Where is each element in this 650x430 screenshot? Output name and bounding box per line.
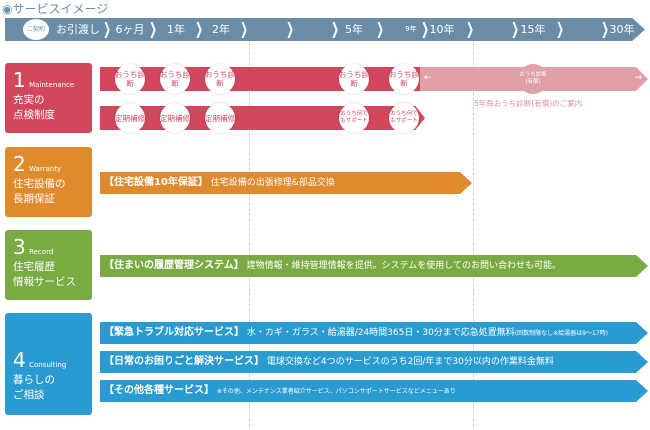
chevron-right-icon: ❯ — [330, 19, 340, 38]
bar-note: ※その他、メンテナンス業者紹介サービス、パソコンサポートサービスなどメニューあり — [216, 388, 456, 395]
section-title-line: 充実の — [13, 94, 45, 106]
record-box: 3 Record 住宅履歴 情報サービス — [5, 230, 92, 300]
chevron-right-icon: ❯ — [555, 19, 565, 38]
section-en: Maintenance — [29, 81, 75, 89]
consulting-bar-emergency: 【緊急トラブル対応サービス】 水・カギ・ガラス・給湯器/24時間365日・30分… — [100, 322, 648, 344]
chevron-right-icon: ❯ — [465, 19, 475, 38]
support-circle: おうち何でもサポート — [389, 103, 419, 133]
divider — [249, 42, 250, 427]
maintenance-repair-bar — [100, 106, 425, 130]
bar-heading: 【住まいの履歴管理システム】 — [104, 260, 244, 271]
chevron-right-icon: ❯ — [375, 19, 385, 38]
timeline-label: 5年 — [345, 23, 363, 36]
bar-text: 住宅設備の出張修理&部品交換 — [210, 178, 335, 188]
warranty-bar: 【住宅設備10年保証】 住宅設備の出張修理&部品交換 — [100, 172, 472, 194]
maintenance-check-bar — [100, 67, 422, 91]
warranty-box: 2 Warranty 住宅設備の 長期保証 — [5, 147, 92, 217]
section-number: 2 — [13, 152, 26, 176]
consulting-box: 4 Consulting 暮らしの ご相談 — [5, 313, 92, 415]
bar-heading: 【緊急トラブル対応サービス】 — [104, 327, 244, 338]
timeline-label: 1年 — [167, 23, 185, 36]
timeline-label: 10年 — [429, 23, 455, 36]
bar-text: 水・カギ・ガラス・給湯器/24時間365日・30分まで応急処置無料 — [246, 328, 515, 338]
repair-circle: 定期補修 — [160, 103, 190, 133]
chevron-right-icon: ❯ — [102, 19, 112, 38]
check-circle: おうち診断 — [205, 64, 235, 94]
section-title-line: 長期保証 — [13, 193, 55, 205]
section-en: Warranty — [29, 165, 62, 173]
timeline-label: 2年 — [212, 23, 230, 36]
section-number: 1 — [13, 68, 26, 92]
timeline-label: 30年 — [609, 23, 635, 36]
timeline-label: 6ヶ月 — [115, 23, 145, 36]
section-title-line: 情報サービス — [13, 276, 76, 288]
section-title-line: 住宅設備の — [13, 178, 66, 190]
section-en: Record — [29, 248, 54, 256]
section-number: 3 — [13, 235, 26, 259]
bar-note: (回数制限なし※給湯器は9〜17時) — [514, 330, 608, 337]
section-title-line: 暮らしの — [13, 374, 55, 386]
divider — [473, 42, 474, 427]
repair-circle: 定期補修 — [205, 103, 235, 133]
support-circle: おうち何でもサポート — [339, 103, 369, 133]
section-number: 4 — [13, 348, 26, 372]
paid-note: 5年毎おうち診断(有償)のご案内 — [474, 99, 583, 108]
check-circle: おうち診断 — [339, 64, 369, 94]
timeline-label: 9年 — [405, 25, 417, 33]
bar-heading: 【住宅設備10年保証】 — [104, 177, 208, 188]
chevron-right-icon: ❯ — [510, 19, 520, 38]
chevron-right-icon: ❯ — [420, 19, 430, 38]
section-title-line: 点検制度 — [13, 109, 55, 121]
contract-badge: ご契約 — [23, 19, 49, 40]
chevron-right-icon: ❯ — [148, 19, 158, 38]
section-title-line: 住宅履歴 — [13, 261, 55, 273]
double-arrow-icon: ←→ — [424, 73, 642, 83]
consulting-bar-other: 【その他各種サービス】 ※その他、メンテナンス業者紹介サービス、パソコンサポート… — [100, 380, 648, 402]
bar-text: 建物情報・維持管理情報を提供。システムを使用してのお問い合わせも可能。 — [246, 261, 562, 271]
bar-heading: 【その他各種サービス】 — [104, 385, 214, 396]
repair-circle: 定期補修 — [115, 103, 145, 133]
record-bar: 【住まいの履歴管理システム】 建物情報・維持管理情報を提供。システムを使用しての… — [100, 255, 648, 277]
section-en: Consulting — [29, 361, 67, 369]
section-title-line: ご相談 — [13, 389, 45, 401]
maintenance-box: 1 Maintenance 充実の 点検制度 — [5, 63, 92, 133]
paid-check-circle: おうち診断(有償) — [518, 64, 548, 94]
chevron-right-icon: ❯ — [239, 19, 249, 38]
bar-heading: 【日常のお困りごと解決サービス】 — [104, 356, 264, 367]
timeline-label: お引渡し — [56, 23, 100, 36]
chevron-right-icon: ❯ — [194, 19, 204, 38]
check-circle: おうち診断 — [389, 64, 419, 94]
timeline-bar — [5, 18, 645, 41]
check-circle: おうち診断 — [115, 64, 145, 94]
bar-text: 電球交換など4つのサービスのうち2回/年まで30分以内の作業料金無料 — [266, 357, 554, 367]
consulting-bar-daily: 【日常のお困りごと解決サービス】 電球交換など4つのサービスのうち2回/年まで3… — [100, 351, 648, 373]
check-circle: おうち診断 — [160, 64, 190, 94]
chevron-right-icon: ❯ — [285, 19, 295, 38]
timeline-label: 15年 — [520, 23, 546, 36]
chevron-right-icon: ❯ — [600, 19, 610, 38]
section-title: ◉サービスイメージ — [2, 2, 109, 16]
